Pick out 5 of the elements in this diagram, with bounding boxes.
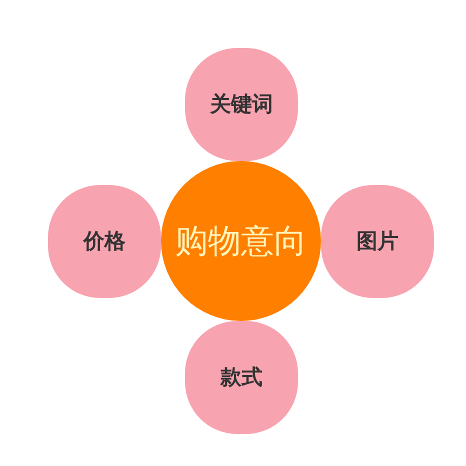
topic-label: 关键词 <box>210 92 273 116</box>
central-label: 购物意向 <box>175 222 307 260</box>
topic-label: 图片 <box>356 230 398 254</box>
topic-label: 价格 <box>84 230 126 254</box>
topic-label: 款式 <box>220 366 262 390</box>
